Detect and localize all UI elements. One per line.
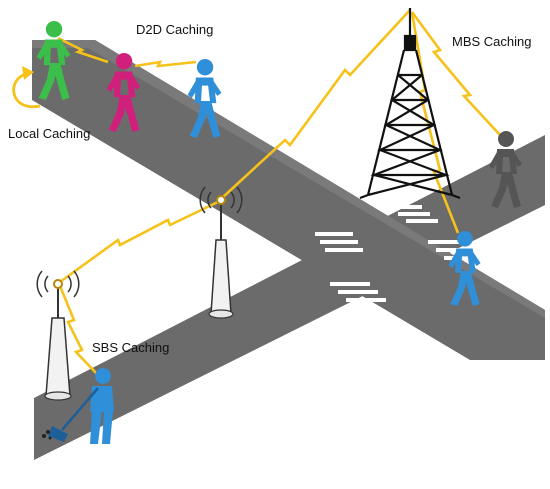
macro-tower-icon [359,8,461,200]
sbs-caching-label: SBS Caching [92,340,170,355]
sbs2-link-to-sweeper [58,285,99,376]
road-lower-diagonal [34,135,545,460]
d2d-link-green-magenta [57,36,109,64]
mbs-caching-label: MBS Caching [452,34,532,49]
local-caching-label: Local Caching [8,126,91,141]
d2d-caching-label: D2D Caching [136,22,214,37]
road-upper-diagonal [32,40,545,360]
road-network [32,40,545,460]
loop-arrow-icon [12,66,41,109]
small-base-station-icon [36,270,80,401]
mbs-link-to-sbs1 [221,9,411,199]
sbs1-link-to-sbs2 [59,198,223,284]
d2d-link-magenta-blue [134,60,197,68]
mbs-link-to-person-dark [410,11,501,136]
crosswalks [315,205,480,302]
small-base-station-icon [199,186,243,319]
person-sweeping-icon [42,368,114,444]
